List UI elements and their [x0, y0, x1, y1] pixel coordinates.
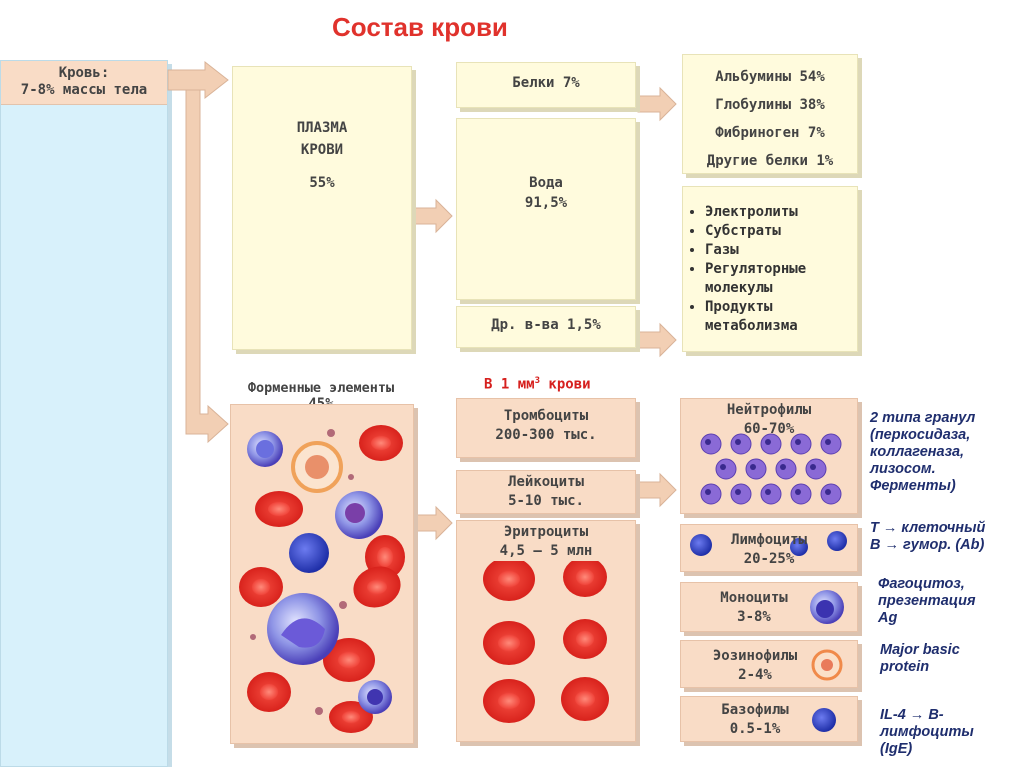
erythrocytes-label: Эритроциты: [503, 524, 589, 540]
water-box: Вода 91,5%: [456, 118, 636, 300]
neutrophils-percent: 60-70%: [743, 421, 795, 437]
other-list-item: Электролиты: [705, 203, 853, 222]
formed-title: Форменные элементы: [247, 380, 395, 396]
blood-header: Кровь: 7-8% массы тела: [1, 61, 167, 105]
eosinophils-box: Эозинофилы 2-4%: [680, 640, 858, 688]
water-percent: 91,5%: [524, 195, 568, 211]
neutrophils-box: Нейтрофилы 60-70%: [680, 398, 858, 514]
other-list-item: Газы: [705, 241, 853, 260]
arrow-blood-formed: [185, 89, 229, 444]
lymphocytes-box: Лимфоциты 20-25%: [680, 524, 858, 572]
formed-elements-illustration: [239, 425, 405, 733]
leukocytes-box: Лейкоциты 5-10 тыс.: [456, 470, 636, 514]
protein-type: Фибриноген 7%: [715, 125, 825, 141]
erythrocytes-illustration: [483, 561, 609, 723]
plasma-title-line2: КРОВИ: [300, 142, 344, 158]
monocytes-label: Моноциты: [720, 590, 788, 606]
arrow-proteins-list: [637, 86, 677, 122]
neutrophils-label: Нейтрофилы: [726, 402, 812, 418]
platelets-box: Тромбоциты 200-300 тыс.: [456, 398, 636, 458]
red-blood-cell-icon: [483, 561, 609, 723]
protein-type: Глобулины 38%: [715, 97, 825, 113]
lymphocytes-label: Лимфоциты: [731, 532, 807, 548]
arrow-formed-counts: [413, 505, 453, 541]
erythrocytes-count: 4,5 – 5 млн: [499, 543, 593, 559]
other-substances-label: Др. в-ва 1,5%: [491, 317, 601, 333]
eosinophils-label: Эозинофилы: [712, 648, 798, 664]
other-list-item: Субстраты: [705, 222, 853, 241]
leukocytes-count: 5-10 тыс.: [508, 493, 584, 509]
plasma-percent: 55%: [309, 175, 335, 191]
monocytes-percent: 3-8%: [737, 609, 771, 625]
page-title: Состав крови: [332, 12, 508, 42]
note-neutrophils: 2 типа гранул(перкосидаза,коллагеназа,ли…: [870, 410, 976, 494]
erythrocytes-box: Эритроциты 4,5 – 5 млн: [456, 520, 636, 742]
white-blood-cell-icon: [247, 431, 392, 714]
proteins-box: Белки 7%: [456, 62, 636, 108]
blood-fraction: 7-8% массы тела: [20, 82, 148, 98]
other-list-box: Электролиты Субстраты Газы Регуляторные …: [682, 186, 858, 352]
lymphocytes-percent: 20-25%: [743, 551, 795, 567]
protein-types-box: Альбумины 54% Глобулины 38% Фибриноген 7…: [682, 54, 858, 174]
blood-panel: Кровь: 7-8% массы тела: [0, 60, 168, 767]
basophils-percent: 0.5-1%: [729, 721, 781, 737]
arrow-other-list: [637, 322, 677, 358]
platelet-icon: [250, 429, 354, 715]
eosinophil-icon: [811, 649, 843, 681]
protein-type: Альбумины 54%: [715, 69, 825, 85]
lymphocyte-icons: [690, 531, 847, 556]
leukocytes-label: Лейкоциты: [508, 474, 584, 490]
other-substances-box: Др. в-ва 1,5%: [456, 306, 636, 348]
protein-type: Другие белки 1%: [706, 153, 834, 169]
arrow-leukocytes-wbc: [635, 472, 677, 508]
monocytes-box: Моноциты 3-8%: [680, 582, 858, 632]
monocyte-icon: [810, 590, 844, 624]
basophils-box: Базофилы 0.5-1%: [680, 696, 858, 742]
plasma-title-line1: ПЛАЗМА: [296, 120, 348, 136]
basophil-icon: [812, 708, 836, 732]
formed-elements-box: [230, 404, 414, 744]
proteins-label: Белки 7%: [512, 75, 580, 91]
plasma-box: ПЛАЗМА КРОВИ 55%: [232, 66, 412, 350]
neutrophil-icons: [700, 433, 842, 505]
arrow-plasma-water: [413, 198, 453, 234]
per-mm3-heading: В 1 мм3 крови: [484, 376, 591, 393]
arrow-blood-plasma: [167, 60, 229, 100]
red-blood-cell-icon: [239, 425, 405, 733]
basophils-label: Базофилы: [721, 702, 789, 718]
note-basophils: IL-4 → B-лимфоциты(IgE): [880, 707, 974, 757]
platelets-label: Тромбоциты: [503, 408, 589, 424]
eosinophils-percent: 2-4%: [738, 667, 772, 683]
other-list-item: Продукты метаболизма: [705, 298, 853, 336]
other-list-item: Регуляторные молекулы: [705, 260, 853, 298]
blood-label: Кровь:: [58, 65, 110, 81]
water-label: Вода: [529, 175, 563, 191]
platelets-count: 200-300 тыс.: [495, 427, 597, 443]
other-list: Электролиты Субстраты Газы Регуляторные …: [687, 203, 853, 336]
